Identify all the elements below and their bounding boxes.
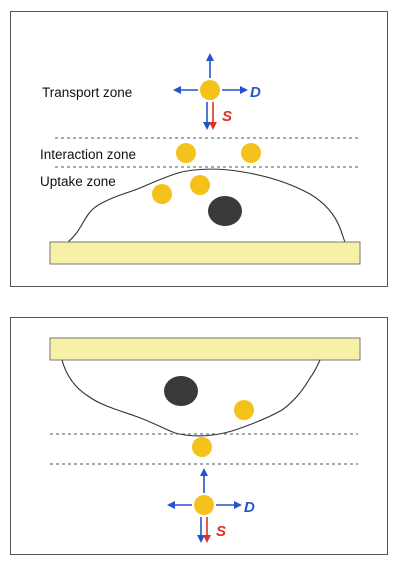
particle-uptake-2 (152, 184, 172, 204)
nucleus-top (208, 196, 242, 226)
interaction-zone-label: Interaction zone (40, 147, 136, 162)
uptake-zone-label: Uptake zone (40, 174, 116, 189)
sedimentation-label-top: S (222, 108, 232, 125)
top-panel (10, 11, 388, 287)
substrate-bottom (49, 337, 361, 361)
particle-interaction-1 (176, 143, 196, 163)
nucleus-bottom (164, 376, 198, 406)
particle-interaction-2 (241, 143, 261, 163)
cell-outline-top (67, 168, 346, 243)
sedimentation-label-bottom: S (216, 523, 226, 540)
cell-outline-bottom (61, 359, 321, 437)
particle-uptake-1 (190, 175, 210, 195)
transport-zone-label: Transport zone (42, 85, 132, 100)
particle-bottom-interaction (192, 437, 212, 457)
particle-transport (200, 80, 220, 100)
particle-bottom-uptake (234, 400, 254, 420)
particle-bottom-transport (194, 495, 214, 515)
substrate-top (49, 241, 361, 265)
diffusion-label-top: D (250, 84, 261, 101)
diffusion-label-bottom: D (244, 499, 255, 516)
